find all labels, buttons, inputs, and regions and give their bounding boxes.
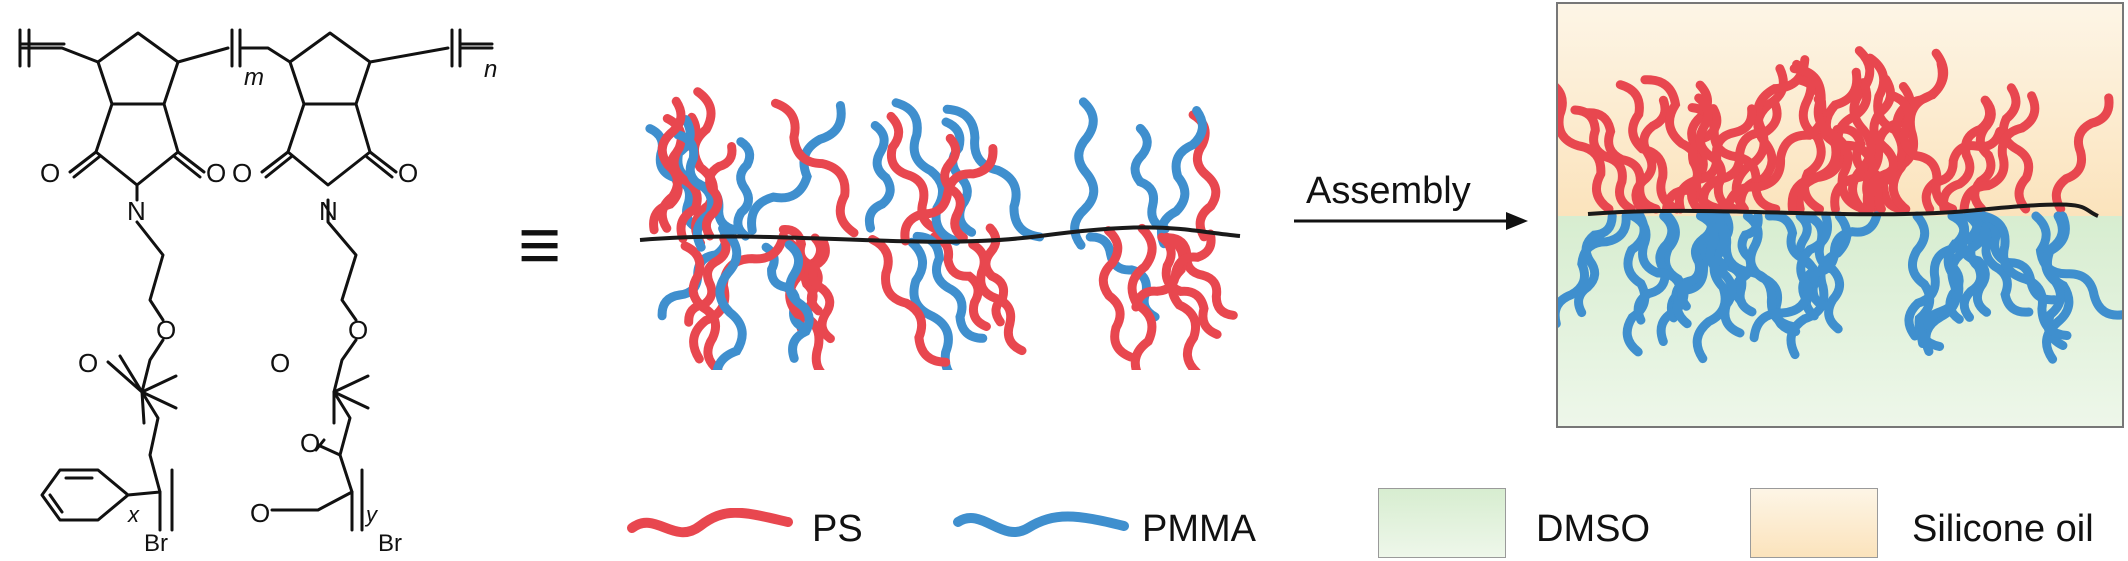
subscript-n: n [484,56,498,83]
legend-ps-label: PS [812,508,863,550]
brush-side-chain [981,223,1009,327]
brush-side-chain [867,235,951,367]
pmma-chain-down [1628,211,1692,329]
ps-chain-up [1558,83,1614,214]
ps-chain-up [1848,46,1876,214]
ps-chain-up [1865,74,1898,214]
brush-side-chain [1070,97,1099,250]
brush-side-chain [1098,226,1136,362]
brush-side-chain [657,96,686,233]
brush-side-chain [808,237,835,344]
brush-side-chain [1131,229,1216,312]
atom-o-imide-left-2: O [232,158,253,188]
pmma-chain-down [1692,211,1730,364]
brush-side-chain [1130,123,1170,234]
ps-chain-up [1698,96,1782,214]
legend-pmma-label: PMMA [1142,508,1256,550]
bottlebrush-polymer [639,87,1241,370]
ps-chain-up [1939,95,1995,214]
atom-n-1: N [127,196,146,226]
atom-n-2: N [319,196,338,226]
subscript-x: x [128,502,139,527]
pmma-chain-down [1677,211,1716,311]
brush-side-chain [784,240,814,363]
brush-side-chain [771,98,859,238]
pmma-chain-down [2031,211,2122,320]
legend-dmso-swatch [1378,488,1506,558]
pmma-chain-down [1731,211,1763,306]
assembled-brush-at-interface [1558,46,2122,364]
ps-chain-up [1694,93,1740,214]
ps-chain-up [2051,93,2114,214]
arrow-label: Assembly [1306,170,1471,212]
atom-o-side-carbonyl-2: O [300,428,321,458]
pmma-chain-down [1749,211,1832,343]
pmma-chain-down [1907,211,1945,351]
legend-ps-swatch [627,508,793,538]
atom-o-imide-left-1: O [40,158,61,188]
pmma-chain-down [1558,211,1631,328]
pmma-chain-down [1696,211,1745,338]
equivalence-symbol: ≡ [518,203,562,286]
brush-side-chain [864,121,895,233]
brush-side-chain [684,234,731,327]
pmma-chain-down [1947,211,1992,317]
atom-o-ester-ring-2: O [348,315,369,345]
subscript-m: m [244,64,264,91]
ps-chain-up [1887,90,1958,214]
brush-side-chain [1157,232,1222,339]
legend-silicone-label: Silicone oil [1912,508,2094,550]
atom-o-carbonyl-2: O [270,348,291,378]
ps-chain-up [1789,64,1869,214]
atom-br-2: Br [378,530,402,557]
subscript-y: y [366,502,377,527]
brush-side-chain [942,104,1045,242]
brush-side-chain [891,98,961,246]
ps-chain-up [1615,80,1682,214]
brush-side-chain [701,142,737,241]
atom-o-imide-right-2: O [398,158,419,188]
brush-side-chain [673,130,740,235]
chemical-structure [18,28,494,532]
brush-side-chain [689,87,718,248]
ps-chain-up [1662,104,1722,214]
brush-backbone [639,225,1241,244]
ps-chain-up [1731,55,1810,214]
pmma-chain-down [1979,211,2072,340]
brush-side-chain [733,137,755,241]
atom-o-imide-right-1: O [206,158,227,188]
legend-silicone-swatch [1750,488,1878,558]
interface-backbone [1587,202,2099,218]
atom-o-ester-ring-1: O [156,315,177,345]
brush-side-chain [747,101,846,235]
brush-side-chain [1085,232,1160,322]
brush-side-chain [1164,233,1238,320]
legend-pmma-swatch [953,511,1129,537]
pmma-chain-down [1921,211,1990,356]
brush-side-chain [1156,106,1207,249]
brush-side-chain [900,144,998,246]
ps-chain-up [1582,108,1661,214]
ps-chain-up [1959,91,2040,214]
ps-chain-up [1998,83,2034,214]
brush-side-chain [929,232,991,331]
pmma-chain-down [1574,211,1617,318]
ps-chain-up [1787,67,1862,214]
atom-o-carbonyl-1: O [78,348,99,378]
ps-chain-up [1862,59,1947,214]
pmma-chain-down [1786,211,1852,360]
atom-br-1: Br [144,530,168,557]
ps-chain-up [1570,105,1636,214]
ps-chain-up [1640,75,1727,214]
brush-side-chain [712,229,747,370]
assembly-arrow [1294,212,1528,230]
interface-panel [1556,2,2124,428]
brush-side-chain [912,231,988,343]
legend-dmso-label: DMSO [1536,508,1650,550]
brush-side-chain [940,133,968,243]
atom-o-side-ether-2: O [250,498,271,528]
